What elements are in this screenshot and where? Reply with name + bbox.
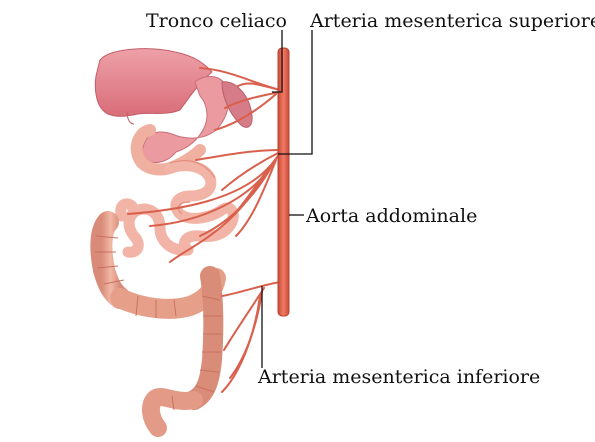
liver — [95, 49, 212, 124]
label-inferior-mesenteric-artery: Arteria mesenterica inferiore — [258, 368, 540, 387]
label-superior-mesenteric-artery: Arteria mesenterica superiore — [310, 12, 595, 31]
abdominal-aorta — [278, 48, 289, 316]
label-abdominal-aorta: Aorta addominale — [306, 207, 477, 226]
large-intestine — [95, 222, 222, 428]
label-celiac-trunk: Tronco celiaco — [146, 12, 287, 31]
